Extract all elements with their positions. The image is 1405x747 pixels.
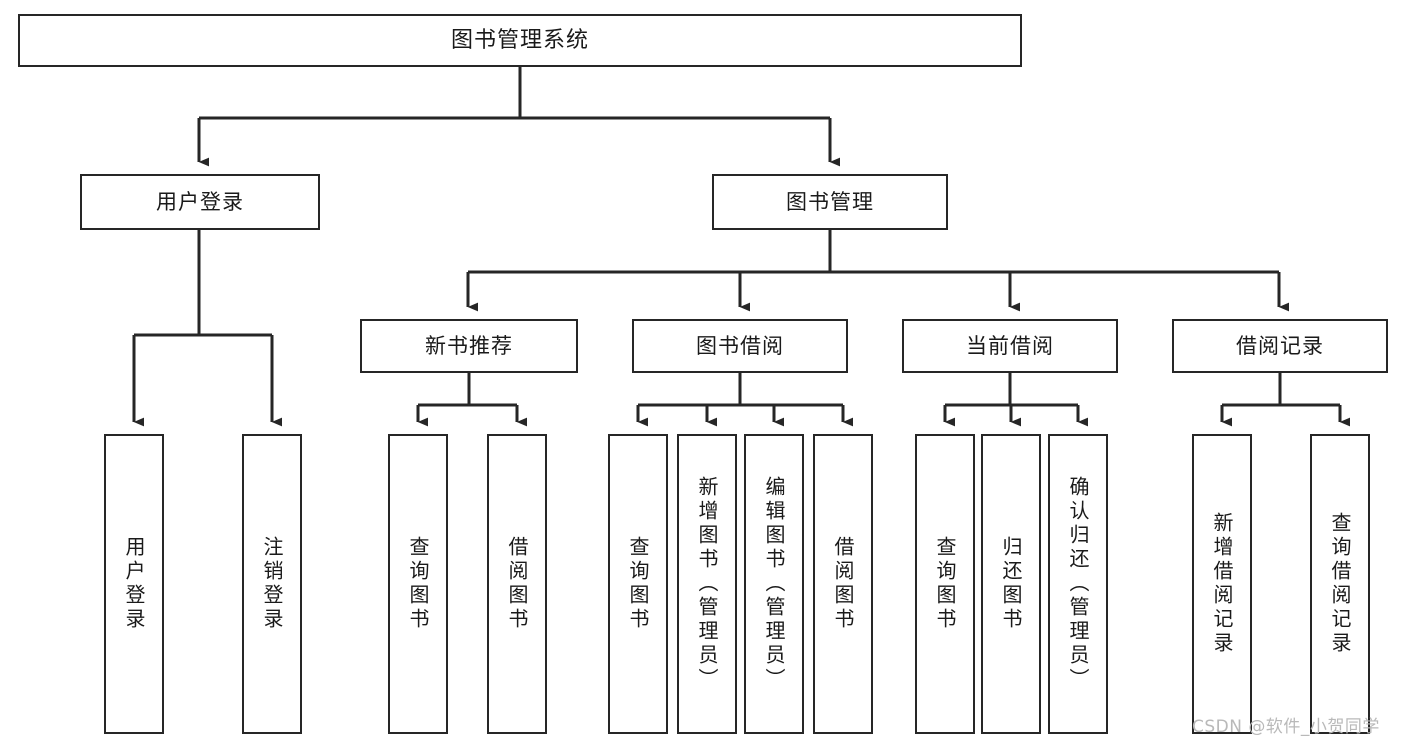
node-user-login[interactable]: 用户登录: [80, 174, 320, 230]
leaf-query-borrow-record[interactable]: 查询借阅记录: [1310, 434, 1370, 734]
leaf-user-logout[interactable]: 注销登录: [242, 434, 302, 734]
leaf-confirm-return-admin[interactable]: 确认归还（管理员）: [1048, 434, 1108, 734]
leaf-edit-book-admin[interactable]: 编辑图书（管理员）: [744, 434, 804, 734]
leaf-query-book-current[interactable]: 查询图书: [915, 434, 975, 734]
node-book-management[interactable]: 图书管理: [712, 174, 948, 230]
leaf-add-book-admin[interactable]: 新增图书（管理员）: [677, 434, 737, 734]
leaf-query-book-borrow[interactable]: 查询图书: [608, 434, 668, 734]
node-borrow-records[interactable]: 借阅记录: [1172, 319, 1388, 373]
leaf-add-borrow-record[interactable]: 新增借阅记录: [1192, 434, 1252, 734]
leaf-borrow-book-new[interactable]: 借阅图书: [487, 434, 547, 734]
leaf-borrow-book[interactable]: 借阅图书: [813, 434, 873, 734]
node-current-borrow[interactable]: 当前借阅: [902, 319, 1118, 373]
node-new-book-recommend[interactable]: 新书推荐: [360, 319, 578, 373]
leaf-user-login[interactable]: 用户登录: [104, 434, 164, 734]
node-book-borrow[interactable]: 图书借阅: [632, 319, 848, 373]
csdn-watermark: CSDN @软件_小贺同学: [1192, 717, 1380, 737]
node-root[interactable]: 图书管理系统: [18, 14, 1022, 67]
leaf-return-book[interactable]: 归还图书: [981, 434, 1041, 734]
leaf-query-book-new[interactable]: 查询图书: [388, 434, 448, 734]
